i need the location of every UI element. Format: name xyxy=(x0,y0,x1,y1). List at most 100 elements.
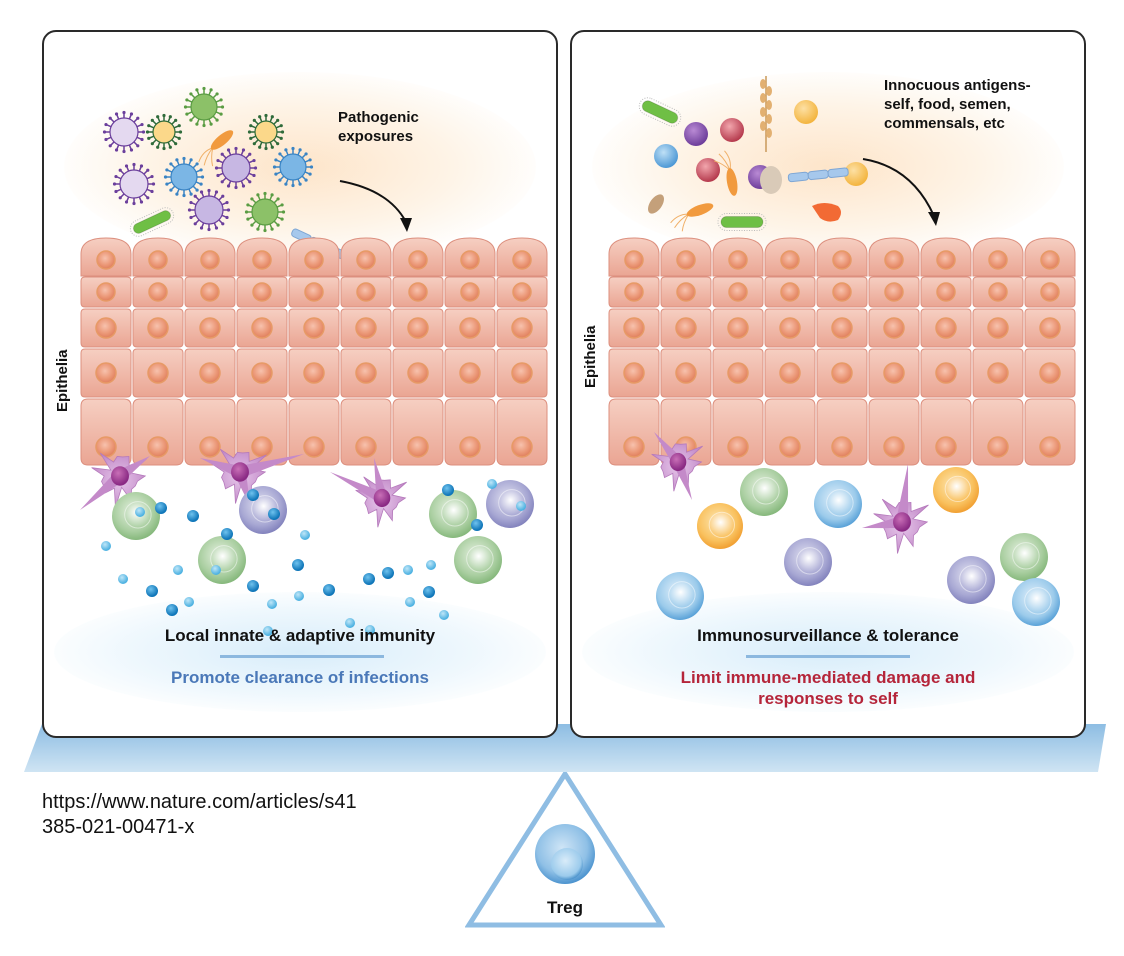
panel-subtitle: Limit immune-mediated damage and respons… xyxy=(572,667,1084,709)
cell-nucleus xyxy=(199,436,221,458)
lymphocyte-nucleus xyxy=(1024,587,1052,615)
dendritic-nucleus xyxy=(373,488,391,508)
pathogenic-exposures-label: Pathogenic exposures xyxy=(338,108,419,146)
cell-nucleus xyxy=(675,317,697,339)
dendrite xyxy=(238,454,304,478)
arrow-head xyxy=(928,212,940,226)
epithelial-cell xyxy=(444,398,496,466)
cytokine-dot xyxy=(363,573,375,585)
cell-nucleus xyxy=(779,436,801,458)
cell-nucleus xyxy=(623,362,645,384)
dendritic-nucleus xyxy=(669,452,687,472)
lymphocyte-green xyxy=(454,536,502,584)
cell-nucleus xyxy=(147,362,169,384)
peanut-icon xyxy=(648,194,664,214)
virus-purple-icon xyxy=(102,110,146,154)
lymphocyte-nucleus xyxy=(959,565,987,593)
cytokine-dot xyxy=(118,574,128,584)
particle-yellow-icon xyxy=(794,100,818,124)
cytokine-dot xyxy=(382,567,394,579)
cell-nucleus xyxy=(95,436,117,458)
lymphocyte-orange xyxy=(933,467,979,513)
subtitle-line: Limit immune-mediated damage and xyxy=(680,668,976,687)
epithelial-cell xyxy=(392,398,444,466)
particle-red-icon xyxy=(696,158,720,182)
cytokine-dot xyxy=(323,584,335,596)
cell-nucleus xyxy=(987,436,1009,458)
lymphocyte-green xyxy=(198,536,246,584)
cell-nucleus xyxy=(407,362,429,384)
cytokine-dot xyxy=(442,484,454,496)
source-url[interactable]: https://www.nature.com/articles/s41 385-… xyxy=(42,790,357,840)
lymphocyte-nucleus xyxy=(466,545,494,573)
lymphocyte-purple xyxy=(784,538,832,586)
title-divider xyxy=(746,655,910,658)
lymphocyte-orange xyxy=(697,503,743,549)
wheat-icon xyxy=(760,76,772,152)
cell-nucleus xyxy=(511,362,533,384)
exposure-label-line: exposures xyxy=(338,128,414,145)
virus-blue-icon-capsid xyxy=(279,153,307,181)
cell-nucleus xyxy=(355,436,377,458)
dendritic-nucleus xyxy=(893,512,911,532)
epithelial-cell xyxy=(496,398,548,466)
cytokine-dot xyxy=(221,528,233,540)
cell-nucleus xyxy=(727,362,749,384)
cell-nucleus xyxy=(675,362,697,384)
cell-nucleus xyxy=(988,282,1008,302)
epithelial-cell xyxy=(80,398,132,466)
dendrite xyxy=(895,464,909,523)
panel-pathogenic-immunity: Pathogenic exposures Epithelia Local inn… xyxy=(42,30,558,738)
virus-yellow-icon-capsid xyxy=(152,120,176,144)
cell-nucleus xyxy=(95,362,117,384)
exposure-label-line: commensals, etc xyxy=(884,115,1005,132)
bacillus-blue-icon xyxy=(787,167,849,183)
lymphocyte-green xyxy=(112,492,160,540)
cell-nucleus xyxy=(355,362,377,384)
dendritic-cell xyxy=(651,432,703,500)
arrow-head xyxy=(400,218,412,232)
exposure-arrow xyxy=(339,180,407,223)
cell-nucleus xyxy=(199,317,221,339)
cell-nucleus xyxy=(728,250,748,270)
epithelial-cell xyxy=(288,398,340,466)
lymphocyte-nucleus xyxy=(752,477,780,505)
source-url-line[interactable]: https://www.nature.com/articles/s41 xyxy=(42,791,357,813)
bacterium-orange-icon xyxy=(670,203,714,232)
cell-nucleus xyxy=(987,317,1009,339)
epithelial-cell xyxy=(712,398,764,466)
lymphocyte-nucleus xyxy=(668,581,696,609)
virus-yellow-icon xyxy=(145,113,183,151)
virus-purple-icon-capsid xyxy=(119,169,149,199)
right-illustration xyxy=(608,76,1076,626)
cell-nucleus xyxy=(355,317,377,339)
virus-purple-icon xyxy=(112,162,156,206)
cytokine-dot xyxy=(516,501,526,511)
lymphocyte-nucleus xyxy=(944,475,971,503)
particle-red-icon xyxy=(720,118,744,142)
cytokine-dot xyxy=(403,565,413,575)
cell-nucleus xyxy=(148,282,168,302)
virus-purple-icon-capsid xyxy=(109,117,139,147)
cell-nucleus xyxy=(728,282,748,302)
cytokine-dot xyxy=(101,541,111,551)
cytokine-dot xyxy=(155,502,167,514)
cytokine-dot xyxy=(146,585,158,597)
particle-purple-icon xyxy=(684,122,708,146)
virus-blue-icon xyxy=(163,156,205,198)
source-url-line[interactable]: 385-021-00471-x xyxy=(42,816,195,838)
cell-nucleus xyxy=(303,362,325,384)
cell-nucleus xyxy=(987,362,1009,384)
epithelia-label: Epithelia xyxy=(582,325,599,388)
cell-nucleus xyxy=(252,250,272,270)
lymphocyte-nucleus xyxy=(826,489,854,517)
cytokine-dot xyxy=(439,610,449,620)
virus-purple-icon xyxy=(214,146,258,190)
shrimp-icon xyxy=(812,203,841,222)
lymphocyte-green xyxy=(740,468,788,516)
cytokine-dot xyxy=(263,626,273,636)
cell-nucleus xyxy=(303,317,325,339)
epithelium-layer xyxy=(608,237,1076,466)
virus-blue-icon-capsid xyxy=(170,163,198,191)
cell-nucleus xyxy=(883,362,905,384)
